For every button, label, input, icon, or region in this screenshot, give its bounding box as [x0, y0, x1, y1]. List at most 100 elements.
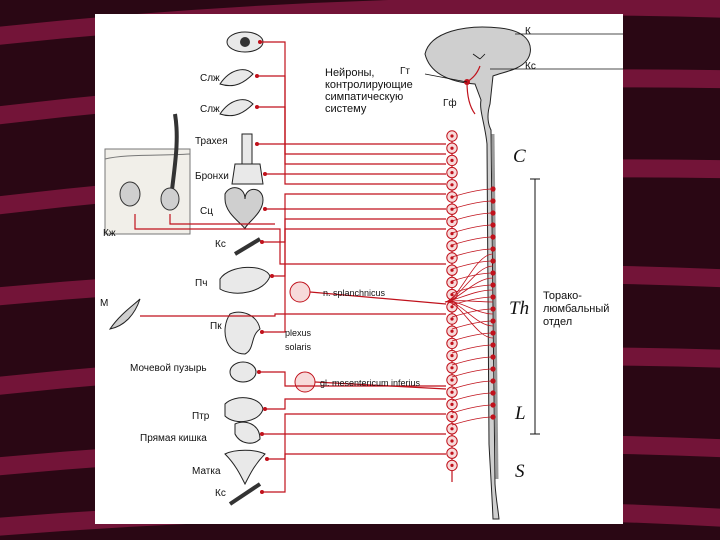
organ-fiber [255, 106, 446, 165]
organ-terminal [257, 370, 261, 374]
chain-ganglion-core [450, 427, 454, 431]
label-liver: Пч [195, 278, 207, 289]
cord-to-chain-fiber [451, 392, 494, 402]
organ-fiber [263, 173, 446, 185]
cord-to-chain-fiber [451, 188, 494, 198]
sympathetic-trunk [446, 130, 458, 482]
label-gf: Гф [443, 97, 457, 109]
organ-fiber [260, 453, 446, 493]
bladder-icon [229, 361, 257, 383]
chain-ganglion-core [450, 439, 454, 443]
hair-follicle-2 [160, 187, 180, 211]
organ-terminal [263, 172, 267, 176]
trachea-icon [241, 133, 253, 165]
label-kidney: Пк [210, 321, 222, 332]
label-segment-s: S [515, 461, 525, 482]
cord-to-chain-fiber [451, 416, 494, 426]
kidney-icon [224, 311, 261, 355]
chain-ganglion-core [450, 402, 454, 406]
chain-ganglion-core [450, 134, 454, 138]
label-rectum: Прямая кишка [140, 433, 207, 444]
diagram-panel: К Кс Гт Гф Нейроны, контролирующие симпа… [95, 14, 623, 524]
organ-fiber [263, 398, 446, 410]
organ-terminal [260, 240, 264, 244]
skin-fiber [134, 214, 446, 265]
ureter-icon [224, 397, 264, 423]
chain-ganglion-core [450, 415, 454, 419]
label-kzh: Кж [103, 228, 116, 239]
skin-surface-line [104, 153, 191, 160]
chain-ganglion-core [450, 158, 454, 162]
salivary-gland-1-icon [219, 69, 254, 87]
organ-terminal [260, 490, 264, 494]
label-mesentericum: gl. mesentericum inferius [320, 378, 421, 388]
chain-ganglion-core [450, 341, 454, 345]
label-region-1: Торако- [543, 290, 582, 302]
cord-to-chain-fiber [451, 332, 494, 342]
cord-to-chain-fiber [451, 236, 494, 246]
preganglionic-fibers [444, 188, 494, 426]
organ-fiber [260, 413, 446, 435]
organ-terminal [260, 330, 264, 334]
chain-ganglion-core [450, 171, 454, 175]
background-stripe [0, 0, 720, 45]
cord-to-chain-fiber [451, 224, 494, 234]
label-trachea: Трахея [195, 136, 228, 147]
cord-to-chain-fiber [451, 368, 494, 378]
label-slzh-1: Слж [200, 73, 220, 84]
label-kc-bottom: Кс [215, 488, 226, 499]
splanchnic-fan-fiber [444, 253, 494, 303]
chain-ganglion-core [450, 280, 454, 284]
cord-to-chain-fiber [451, 212, 494, 222]
organ-fiber [260, 228, 446, 333]
mesenteric-ganglion [294, 371, 316, 393]
chain-ganglion-core [450, 305, 454, 309]
heart-icon [224, 187, 264, 230]
chain-ganglion-core [450, 463, 454, 467]
label-plexus-2: solaris [285, 342, 312, 352]
cord-to-chain-fiber [451, 380, 494, 390]
organ-terminal [270, 274, 274, 278]
label-neurons-1: Нейроны, [325, 67, 374, 79]
cord-to-chain-fiber [451, 344, 494, 354]
pituitary-fiber [466, 81, 476, 115]
label-neurons-2: контролирующие [325, 79, 413, 91]
cord-to-chain-fiber [451, 320, 494, 330]
postganglionic-fibers [134, 40, 447, 494]
cord-to-chain-fiber [451, 260, 494, 270]
cord-to-chain-fiber [451, 248, 494, 258]
label-gt: Гт [400, 66, 410, 77]
label-kc-mid: Кс [215, 239, 226, 250]
chain-ganglion-core [450, 378, 454, 382]
organ-terminal [255, 74, 259, 78]
muscle-fiber [140, 313, 446, 317]
cord-to-chain-fiber [451, 200, 494, 210]
label-neurons-4: систему [325, 103, 367, 115]
organ-fiber [255, 143, 446, 175]
label-segment-th: Th [509, 298, 529, 319]
label-ureter: Птр [192, 411, 210, 422]
label-segment-l: L [514, 403, 526, 424]
label-muscle: М [100, 298, 108, 309]
bronchi-icon [231, 163, 264, 185]
eye-pupil [240, 37, 250, 47]
uterus-icon [224, 449, 266, 486]
blood-vessel-bottom-icon [228, 482, 262, 506]
cord-to-chain-fiber [451, 308, 494, 318]
label-kc-top: Кс [525, 61, 536, 72]
organ-fiber [263, 193, 446, 210]
chain-ganglion-core [450, 451, 454, 455]
label-region-2: люмбальный [543, 303, 609, 315]
organ-terminal [260, 432, 264, 436]
label-slzh-2: Слж [200, 104, 220, 115]
label-bronchi: Бронхи [195, 171, 229, 182]
organ-fiber [265, 433, 446, 460]
organ-terminal [263, 407, 267, 411]
chain-ganglion-core [450, 329, 454, 333]
chain-ganglion-core [450, 207, 454, 211]
muscle-icon [108, 298, 141, 330]
rectum-icon [234, 421, 261, 444]
chain-ganglion-core [450, 256, 454, 260]
label-splanchnicus: n. splanchnicus [323, 288, 386, 298]
